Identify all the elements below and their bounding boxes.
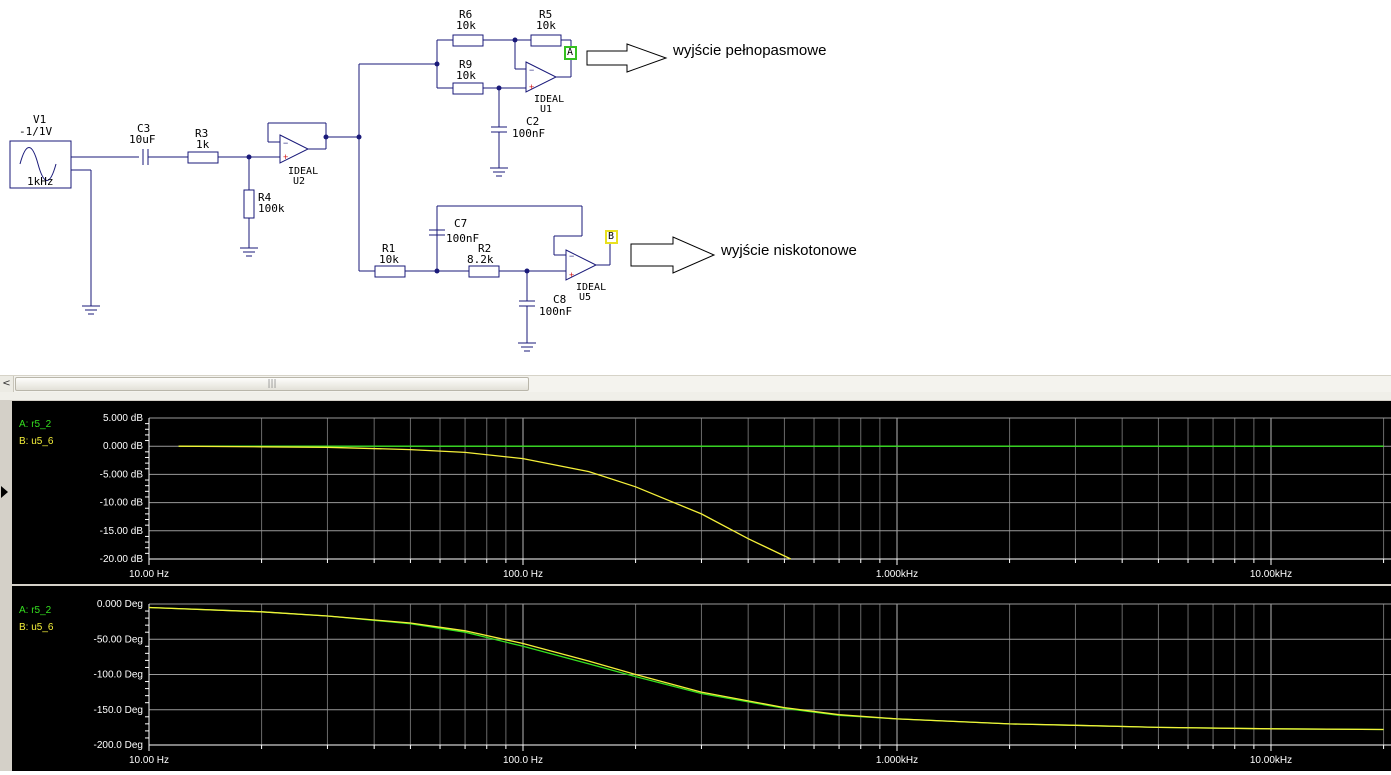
x-tick-label: 1.000kHz (876, 755, 918, 766)
svg-text:+: + (283, 152, 288, 162)
c7-name: C7 (454, 217, 468, 230)
panel-collapse-tab[interactable] (0, 400, 10, 771)
expand-arrow-icon[interactable] (1, 486, 8, 498)
trace-b-magnitude (178, 445, 792, 560)
v1-name: V1 (33, 113, 47, 126)
sine-wave-icon (19, 147, 57, 181)
v1-frequency: 1kHz (27, 175, 54, 188)
scrollbar-thumb[interactable]: ||| (15, 377, 529, 391)
c3-value: 10uF (129, 133, 156, 146)
probe-b-label: B (608, 231, 615, 242)
u1-model: IDEAL (534, 94, 565, 105)
v1-amplitude: -1/1V (19, 125, 53, 138)
r9-name: R9 (459, 58, 473, 71)
r5-value: 10k (536, 19, 556, 32)
x-tick-label: 10.00 Hz (129, 755, 169, 766)
c7-value: 100nF (446, 232, 480, 245)
r3-value: 1k (196, 138, 210, 151)
svg-text:−: − (529, 65, 534, 75)
r2-value: 8.2k (467, 253, 494, 266)
probe-a-marker[interactable] (564, 46, 577, 60)
c2-name: C2 (526, 115, 540, 128)
arrow-right-icon (630, 236, 716, 274)
phase-legend-b: B: u5_6 (19, 622, 54, 633)
y-tick-label: 0.000 dB (103, 441, 143, 452)
y-tick-label: -10.00 dB (100, 498, 144, 509)
y-tick-label: -15.00 dB (100, 526, 144, 537)
y-tick-label: -20.00 dB (100, 554, 144, 565)
r2-name: R2 (478, 242, 492, 255)
x-tick-label: 100.0 Hz (503, 569, 543, 580)
x-tick-label: 1.000kHz (876, 569, 918, 580)
u2-model: IDEAL (288, 166, 319, 177)
svg-text:+: + (569, 270, 574, 280)
y-tick-label: -200.0 Deg (94, 740, 143, 751)
r4-value: 100k (258, 202, 285, 215)
c3-name: C3 (137, 122, 151, 135)
x-tick-label: 10.00kHz (1250, 755, 1292, 766)
u5-model: IDEAL (576, 282, 607, 293)
horizontal-scrollbar[interactable]: < ||| (0, 375, 1391, 392)
r9-value: 10k (456, 69, 476, 82)
source-v1-box[interactable] (9, 140, 72, 189)
y-tick-label: -5.000 dB (100, 469, 144, 480)
scroll-left-button[interactable]: < (0, 376, 14, 392)
y-tick-label: -100.0 Deg (94, 670, 143, 681)
y-tick-label: 5.000 dB (103, 413, 143, 424)
trace-b-phase (148, 606, 1384, 731)
schematic-drawing: − + − + − + (9, 34, 716, 352)
c2-value: 100nF (512, 127, 546, 140)
probe-a-label: A (567, 47, 574, 58)
phase-legend-a: A: r5_2 (19, 605, 52, 616)
probe-b-marker[interactable] (605, 230, 618, 244)
schematic-canvas[interactable]: −+ −+ −+ V1 -1/1V 1kHz C3 10uF R3 1k R4 … (0, 0, 1391, 375)
x-tick-label: 100.0 Hz (503, 755, 543, 766)
junction-dots (246, 37, 530, 274)
svg-text:+: + (529, 82, 534, 92)
r3-name: R3 (195, 127, 209, 140)
r1-name: R1 (382, 242, 396, 255)
x-tick-label: 10.00kHz (1250, 569, 1292, 580)
u2-name: U2 (293, 176, 306, 187)
c8-value: 100nF (539, 305, 573, 318)
c8-name: C8 (553, 293, 567, 306)
magnitude-legend-b: B: u5_6 (19, 436, 54, 447)
y-tick-label: -50.00 Deg (94, 634, 143, 645)
bode-plots: 5.000 dB 0.000 dB -5.000 dB -10.00 dB -15.00… (12, 401, 1391, 771)
y-tick-label: 0.000 Deg (97, 599, 143, 610)
u1-name: U1 (540, 104, 553, 115)
arrow-right-icon (586, 43, 668, 73)
r1-value: 10k (379, 253, 399, 266)
panel-divider[interactable] (0, 392, 1391, 400)
output-low-band-label: wyjście niskotonowe (721, 242, 857, 259)
x-tick-label: 10.00 Hz (129, 569, 169, 580)
r6-name: R6 (459, 8, 473, 21)
magnitude-legend-a: A: r5_2 (19, 419, 52, 430)
r5-name: R5 (539, 8, 553, 21)
y-tick-label: -150.0 Deg (94, 705, 143, 716)
r6-value: 10k (456, 19, 476, 32)
svg-text:−: − (569, 251, 574, 261)
svg-text:−: − (283, 138, 288, 148)
u5-name: U5 (579, 292, 592, 303)
r4-name: R4 (258, 191, 272, 204)
output-full-band-label: wyjście pełnopasmowe (673, 42, 827, 59)
